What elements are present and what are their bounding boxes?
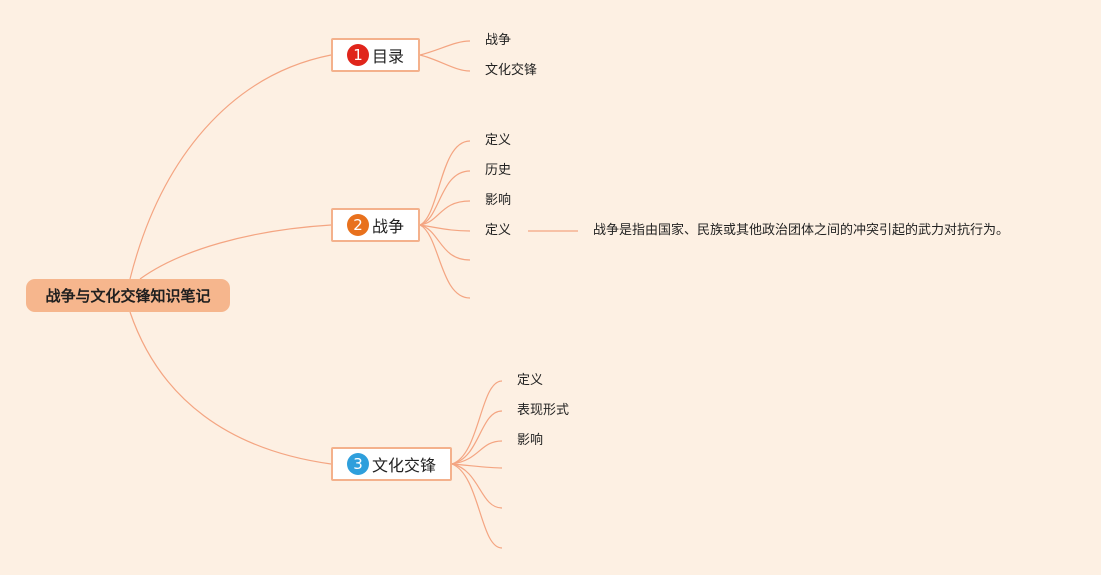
number-badge-3: 3	[346, 453, 369, 475]
war-definition-note[interactable]: 战争是指由国家、民族或其他政治团体之间的冲突引起的武力对抗行为。	[593, 223, 1010, 238]
connector-topic-1-child-1	[419, 40, 471, 56]
connector-topic-2-child-3	[419, 200, 471, 226]
subtopic-war-history[interactable]: 历史	[485, 163, 512, 178]
subtopic-clash-forms[interactable]: 表现形式	[517, 403, 570, 418]
subtopic-war[interactable]: 战争	[485, 33, 512, 48]
number-badge-2: 2	[346, 214, 369, 236]
topic-label: 战争	[371, 217, 404, 236]
topic-label: 文化交锋	[371, 456, 436, 475]
subtopic-war-definition[interactable]: 定义	[485, 133, 512, 148]
connector-topic-3-child-3	[451, 440, 503, 465]
central-topic[interactable]: 战争与文化交锋知识笔记	[26, 279, 230, 312]
connector-topic-3-child-4	[451, 463, 503, 469]
connector-root-to-topic-2	[139, 224, 332, 280]
subtopic-clash-definition[interactable]: 定义	[517, 373, 544, 388]
connector-topic-1-child-2	[419, 54, 471, 72]
connector-topic-3-child-1	[451, 380, 503, 465]
connector-root-to-topic-3	[129, 311, 332, 465]
connector-topic-3-child-5	[451, 463, 503, 509]
connector-topic-2-child-5	[419, 224, 471, 261]
topic-node-war[interactable]: 2 战争	[331, 208, 420, 242]
subtopic-war-impact[interactable]: 影响	[485, 193, 512, 208]
topic-label: 目录	[371, 47, 404, 66]
number-badge-1: 1	[346, 44, 369, 66]
connector-topic-2-child-4	[419, 224, 471, 232]
connector-topic-3-child-6	[451, 463, 503, 549]
subtopic-war-definition-2[interactable]: 定义	[485, 223, 512, 238]
topic-node-cultural-clash[interactable]: 3 文化交锋	[331, 447, 452, 481]
topic-node-table-of-contents[interactable]: 1 目录	[331, 38, 420, 72]
subtopic-clash-impact[interactable]: 影响	[517, 433, 544, 448]
connector-topic-2-child-6	[419, 224, 471, 299]
connector-topic-2-child-1	[419, 140, 471, 226]
subtopic-cultural-clash[interactable]: 文化交锋	[485, 63, 538, 78]
connector-topic-2-child-2	[419, 170, 471, 226]
connector-topic-3-child-2	[451, 410, 503, 465]
connector-root-to-topic-1	[129, 54, 332, 280]
